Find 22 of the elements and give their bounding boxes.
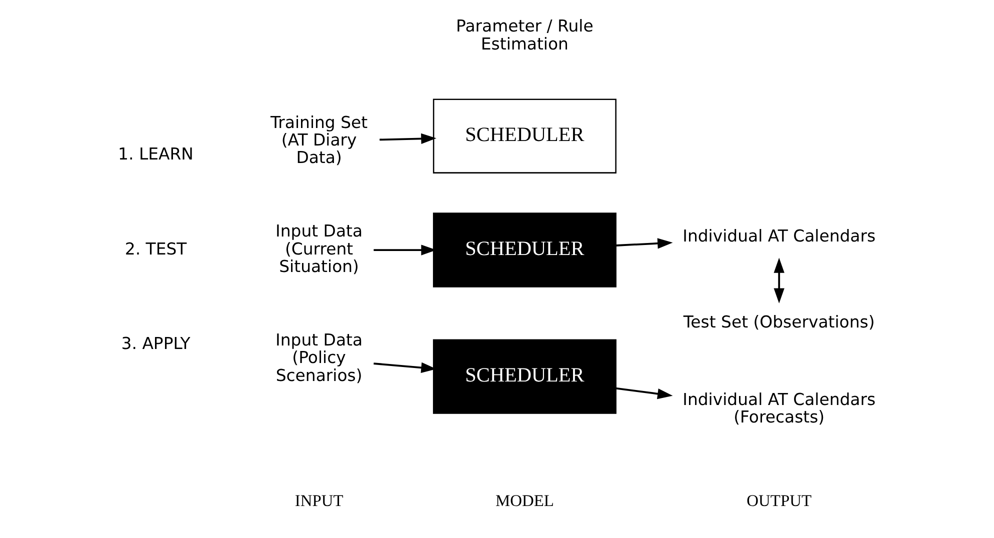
node-text: Training Set (AT Diary Data) [270, 112, 368, 168]
arrow [373, 244, 436, 256]
arrow [615, 238, 672, 249]
label: OUTPUT [746, 491, 812, 510]
node-box: SCHEDULER [432, 98, 616, 174]
node-label: Parameter / Rule Estimation [456, 16, 593, 54]
node-text: Individual AT Calendars [682, 226, 876, 246]
node-text: Individual AT Calendars (Forecasts) [682, 390, 876, 427]
node-text: Input Data (Current Situation) [275, 222, 362, 276]
label: INPUT [294, 491, 343, 510]
node-text: Input Data (Policy Scenarios) [275, 330, 362, 385]
node-box: SCHEDULER [432, 212, 616, 288]
node-box: SCHEDULER [432, 339, 616, 414]
label: 3. APPLY [120, 334, 190, 354]
arrow [615, 387, 672, 400]
arrow [373, 362, 436, 373]
label: MODEL [494, 491, 554, 510]
label: 1. LEARN [118, 144, 193, 164]
node-text: Test Set (Observations) [682, 312, 874, 332]
label: 2. TEST [124, 239, 186, 258]
arrow [379, 133, 436, 144]
arrow [773, 258, 784, 304]
